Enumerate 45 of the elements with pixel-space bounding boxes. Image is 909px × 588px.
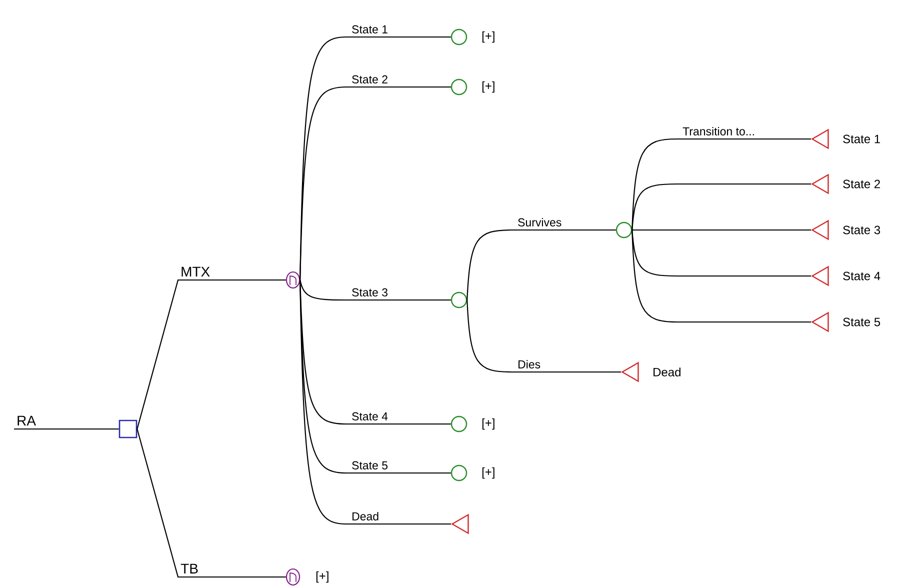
chance-node — [450, 416, 468, 432]
node-label: [+] — [482, 31, 494, 43]
node-label: State 2 — [843, 180, 880, 188]
node-label: Dead — [654, 368, 680, 376]
node-label: [+] — [482, 81, 494, 93]
branch-label: State 5 — [352, 461, 388, 470]
branch-label: State 4 — [352, 412, 388, 420]
branch-label: RA — [18, 416, 36, 426]
node-label: State 1 — [843, 134, 880, 144]
branch-line — [136, 279, 286, 430]
branch-line — [632, 183, 811, 230]
node-label: [+] — [482, 418, 494, 430]
branch-line — [136, 428, 286, 578]
chance-node — [450, 464, 468, 482]
branch-label: TB — [180, 564, 198, 574]
branch-line — [632, 138, 811, 230]
branch-line — [632, 230, 811, 277]
chance-node — [616, 222, 632, 238]
branch-label: Transition to... — [682, 127, 754, 136]
node-label: [+] — [316, 571, 328, 583]
branch-line — [632, 230, 811, 323]
chance-node — [450, 292, 468, 308]
node-label: State 3 — [843, 226, 880, 234]
markov-node — [286, 271, 300, 289]
chance-node — [450, 78, 468, 96]
branch-line — [300, 86, 451, 280]
branch-line — [466, 300, 621, 373]
decision-node — [118, 420, 138, 438]
markov-node — [286, 568, 300, 586]
branch-label: State 2 — [352, 75, 388, 84]
branch-label: Survives — [518, 218, 562, 226]
node-label: [+] — [482, 467, 494, 479]
branch-label: State 3 — [352, 288, 388, 296]
branch-line — [632, 229, 811, 231]
branch-line — [300, 280, 451, 301]
branch-label: State 1 — [352, 25, 388, 34]
node-label: State 5 — [843, 318, 880, 326]
node-label: State 4 — [843, 272, 880, 280]
chance-node — [450, 28, 468, 46]
branch-label: MTX — [182, 266, 210, 276]
branch-label: Dies — [518, 360, 540, 368]
branch-line — [466, 229, 616, 300]
branch-line — [300, 280, 451, 525]
branch-line — [14, 428, 119, 430]
branch-label: Dead — [352, 512, 378, 520]
